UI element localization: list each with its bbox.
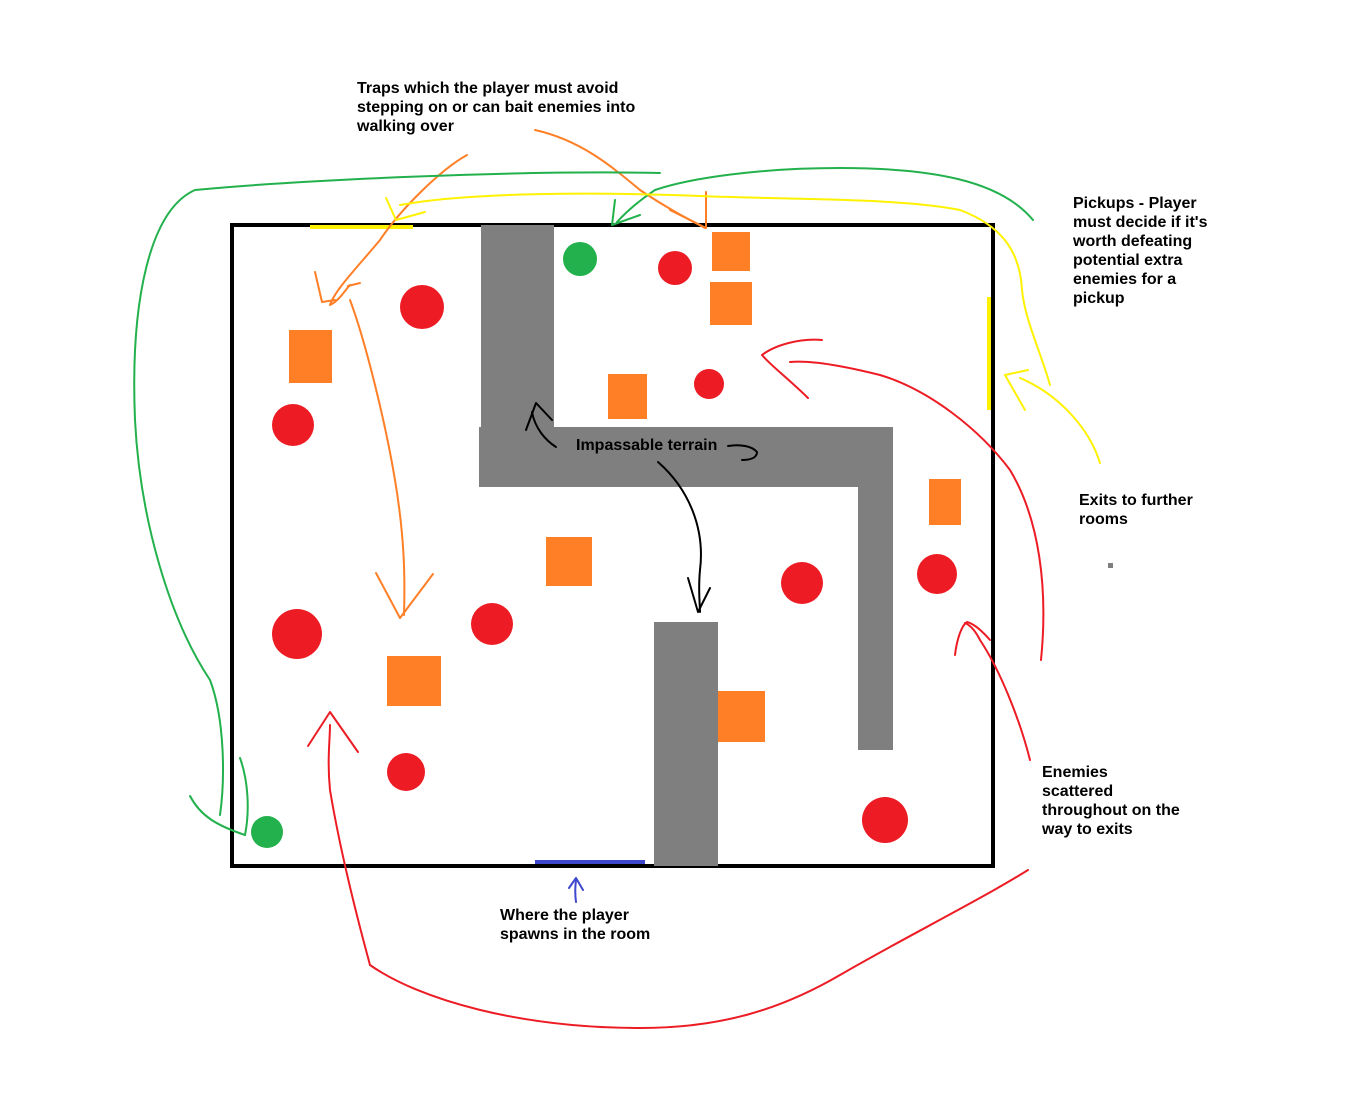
enemy: [917, 554, 957, 594]
trap: [546, 537, 592, 586]
trap: [387, 656, 441, 706]
enemy: [781, 562, 823, 604]
spawn-annotation: Where the player spawns in the room: [500, 907, 651, 943]
terrain-arrows: [525, 402, 758, 613]
trap: [929, 479, 961, 525]
pickup: [251, 816, 283, 848]
traps-annotation: Traps which the player must avoid steppi…: [357, 80, 636, 135]
exits-annotation: Exits to further rooms: [1079, 492, 1193, 528]
enemy: [471, 603, 513, 645]
enemy: [387, 753, 425, 791]
terrain-block: [479, 427, 892, 487]
trap: [712, 232, 750, 271]
terrain-annotation: Impassable terrain: [576, 437, 718, 454]
terrain-block: [858, 427, 893, 750]
enemies-arrows: [307, 338, 1045, 1029]
trap: [289, 330, 332, 383]
enemy: [694, 369, 724, 399]
terrain-block: [654, 622, 718, 866]
exits-arrows: [385, 192, 1101, 464]
enemy: [272, 404, 314, 446]
enemy: [862, 797, 908, 843]
grey-dot: [1108, 563, 1113, 568]
enemy: [658, 251, 692, 285]
trap: [718, 691, 765, 742]
enemy: [272, 609, 322, 659]
trap: [608, 374, 647, 419]
enemies-annotation: Enemies scattered throughout on the way …: [1042, 764, 1180, 838]
spawn-arrow: [568, 877, 584, 903]
pickups-arrows: [133, 167, 1034, 836]
pickups-annotation: Pickups - Player must decide if it's wor…: [1073, 195, 1208, 307]
enemy: [400, 285, 444, 329]
trap: [710, 282, 752, 325]
pickup: [563, 242, 597, 276]
traps-arrows: [314, 129, 707, 619]
